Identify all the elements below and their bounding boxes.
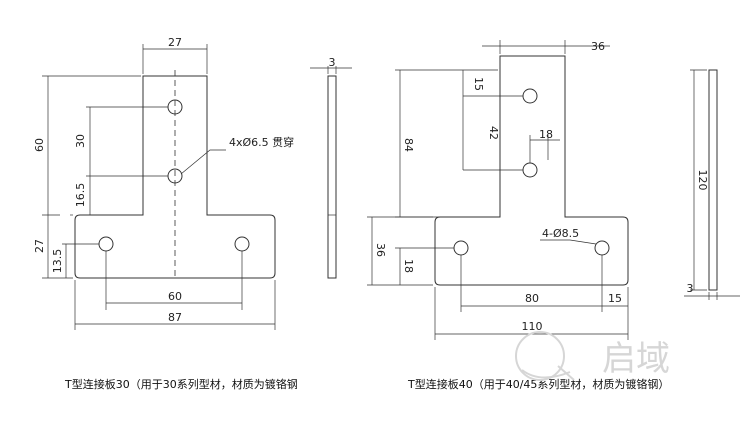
plate30-labels: 27 60 30 16.5 27 13.5 60 87 3 4xØ6.5 贯穿 … <box>33 36 336 391</box>
q-logo-icon <box>515 331 575 381</box>
plate30-drawing <box>42 44 352 330</box>
plate40-dim-thickness: 3 <box>687 282 694 295</box>
plate40-hole <box>522 88 538 104</box>
plate40-dim-edge-to-hole: 15 <box>608 292 622 305</box>
plate30-dim-hole-to-stem: 16.5 <box>74 183 87 208</box>
plate40-dim-side-height: 120 <box>696 170 709 191</box>
plate40-dim-bottom-height: 36 <box>374 243 387 257</box>
watermark: 启域 <box>515 331 670 381</box>
plate40-hole-note: 4-Ø8.5 <box>542 227 579 240</box>
plate30-caption: T型连接板30（用于30系列型材，材质为镀铬钢 <box>64 377 298 391</box>
plate40-dim-total-height: 84 <box>402 138 415 152</box>
plate40-dim-top-width: 36 <box>591 40 605 53</box>
plate30-dim-bottom-height: 27 <box>33 239 46 253</box>
plate30-dim-total-height: 60 <box>33 138 46 152</box>
plate30-dim-hole-spacing-h: 60 <box>168 290 182 303</box>
plate40-drawing <box>367 40 740 340</box>
plate40-dim-total-width: 110 <box>522 320 543 333</box>
plate30-hole-note: 4xØ6.5 贯穿 <box>229 135 294 149</box>
plate30-dim-thickness: 3 <box>329 56 336 69</box>
plate40-caption: T型连接板40（用于40/45系列型材，材质为镀铬钢） <box>407 377 669 391</box>
plate30-dim-top-width: 27 <box>168 36 182 49</box>
plate30-dim-hole-spacing-v: 30 <box>74 134 87 148</box>
plate40-outline <box>434 55 629 286</box>
plate30-dim-total-width: 87 <box>168 311 182 324</box>
plate40-hole <box>594 240 610 256</box>
plate40-dim-bottom-hole-height: 18 <box>402 259 415 273</box>
plate30-hole <box>98 236 114 252</box>
plate40-dim-hole-spacing-h: 80 <box>525 292 539 305</box>
plate40-dim-hole-from-top: 15 <box>472 77 485 91</box>
plate40-dim-hole-spacing-v: 42 <box>487 126 500 140</box>
plate40-side-view <box>708 69 718 291</box>
watermark-text: 启域 <box>602 339 670 379</box>
plate30-hole <box>234 236 250 252</box>
plate30-dim-bottom-hole-height: 13.5 <box>51 249 64 274</box>
plate40-labels: 36 15 42 84 18 36 18 80 15 110 120 3 4-Ø… <box>374 40 709 391</box>
plate30-outline <box>74 75 276 279</box>
plate40-hole <box>522 162 538 178</box>
plate40-dim-hole-offset-h: 18 <box>539 128 553 141</box>
plate30-side-view <box>327 75 337 279</box>
plate40-hole <box>453 240 469 256</box>
